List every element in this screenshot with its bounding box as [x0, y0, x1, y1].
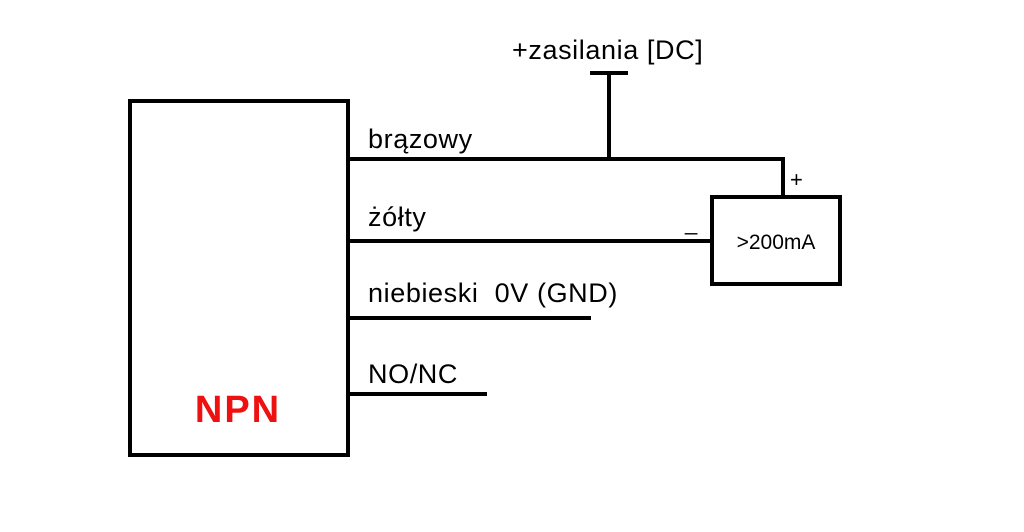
wire-label-output: NO/NC: [368, 359, 458, 389]
wire-label-yellow: żółty: [368, 202, 427, 232]
wire-label-blue: niebieski 0V (GND): [368, 278, 618, 308]
load-minus-sign: _: [684, 210, 698, 235]
load-box: [710, 195, 842, 286]
load-plus-sign: +: [790, 167, 803, 192]
sensor-type-label: NPN: [195, 389, 281, 431]
wire-label-brown: brązowy: [368, 124, 473, 154]
sensor-body: [128, 99, 350, 457]
load-current-label: >200mA: [737, 231, 816, 254]
power-supply-label: +zasilania [DC]: [512, 35, 703, 65]
